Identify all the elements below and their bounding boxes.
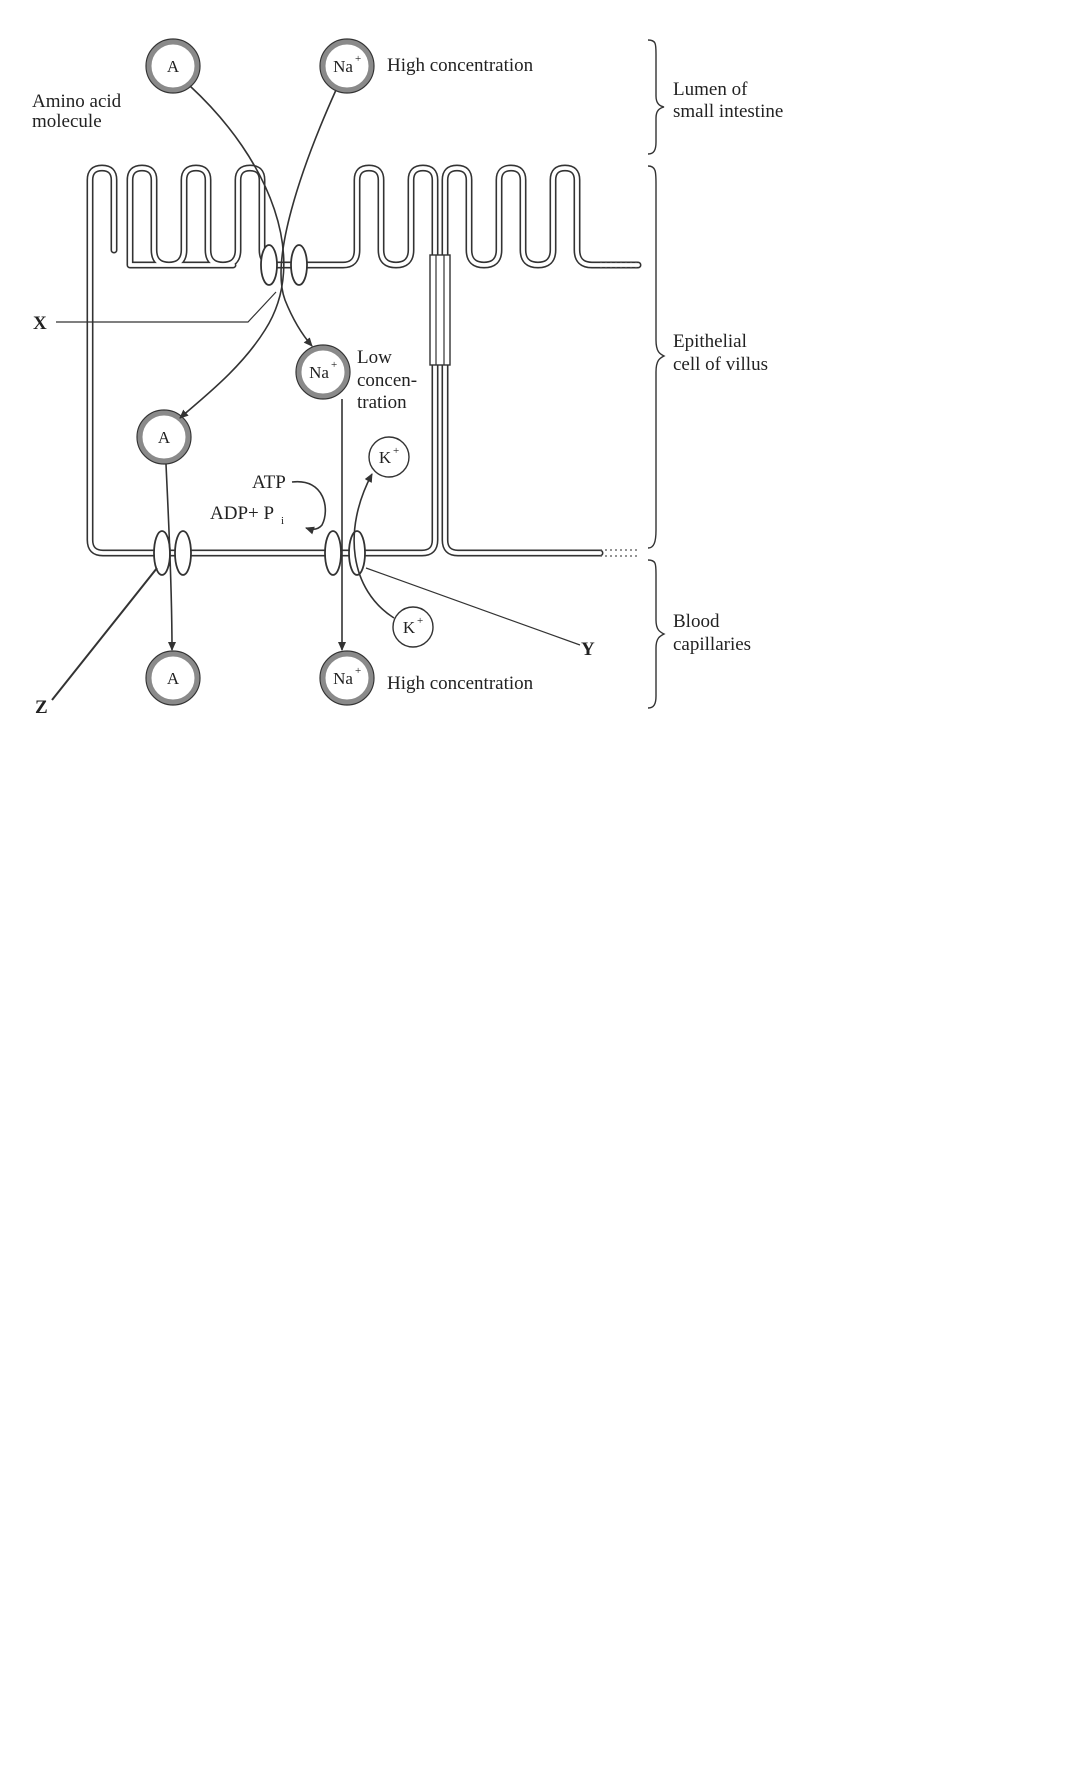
- x-pointer-line: [56, 291, 277, 323]
- sodium-ion-blood: Na +: [319, 650, 375, 706]
- lumen-region-line2: small intestine: [673, 101, 783, 122]
- svg-text:A: A: [158, 428, 171, 447]
- sodium-potassium-pump: [324, 530, 366, 576]
- y-label: Y: [581, 639, 595, 660]
- svg-text:+: +: [355, 53, 361, 65]
- symporter-protein: [260, 244, 308, 286]
- x-label: X: [33, 313, 47, 334]
- amino-acid-exit-arrow: [165, 463, 176, 651]
- blood-region-line2: capillaries: [673, 634, 751, 655]
- potassium-ion-cell: K +: [368, 436, 410, 478]
- y-pointer-line: [365, 567, 581, 646]
- epithelial-region-line1: Epithelial: [673, 331, 747, 352]
- amino-acid-molecule-blood: A: [145, 650, 201, 706]
- svg-text:Na: Na: [333, 669, 353, 688]
- svg-text:+: +: [355, 665, 361, 677]
- blood-region-line1: Blood: [673, 611, 720, 632]
- right-cell-membrane: [441, 164, 642, 557]
- svg-text:Na: Na: [333, 57, 353, 76]
- svg-text:A: A: [167, 669, 180, 688]
- diffusion-carrier-protein: [153, 530, 192, 576]
- amino-acid-uptake-arrow: [179, 85, 285, 419]
- adp-label: ADP+ P: [210, 503, 274, 524]
- epithelial-brace: [647, 165, 666, 549]
- blood-brace: [647, 559, 666, 709]
- epithelial-region-line2: cell of villus: [673, 354, 768, 375]
- amino-acid-label-line1: Amino acid: [32, 91, 122, 112]
- potassium-uptake-arrow: [353, 473, 395, 619]
- svg-text:K: K: [379, 448, 392, 467]
- sodium-ion-cell: Na +: [295, 344, 351, 400]
- svg-text:+: +: [393, 445, 399, 457]
- sodium-uptake-arrow: [280, 89, 337, 347]
- amino-acid-molecule-cell: A: [136, 409, 192, 465]
- low-concentration-line3: tration: [357, 392, 407, 413]
- svg-text:A: A: [167, 57, 180, 76]
- tight-junction: [429, 254, 451, 366]
- z-pointer-line: [51, 567, 158, 701]
- sodium-ion-lumen: Na +: [319, 38, 375, 94]
- svg-text:Na: Na: [309, 363, 329, 382]
- lumen-na-high-label: High concentration: [387, 55, 534, 76]
- svg-text:+: +: [331, 359, 337, 371]
- amino-acid-molecule-lumen: A: [145, 38, 201, 94]
- low-concentration-line2: concen-: [357, 370, 417, 391]
- atp-label: ATP: [252, 472, 286, 493]
- svg-text:+: +: [417, 615, 423, 627]
- adp-subscript: i: [281, 515, 284, 527]
- potassium-ion-blood: K +: [392, 606, 434, 648]
- blood-na-high-label: High concentration: [387, 673, 534, 694]
- low-concentration-line1: Low: [357, 347, 392, 368]
- amino-acid-label-line2: molecule: [32, 111, 102, 132]
- left-cell-membrane: [86, 164, 439, 557]
- atp-hydrolysis-arrow: [291, 481, 327, 535]
- lumen-brace: [647, 39, 665, 155]
- z-label: Z: [35, 697, 48, 718]
- svg-text:K: K: [403, 618, 416, 637]
- lumen-region-line1: Lumen of: [673, 79, 748, 100]
